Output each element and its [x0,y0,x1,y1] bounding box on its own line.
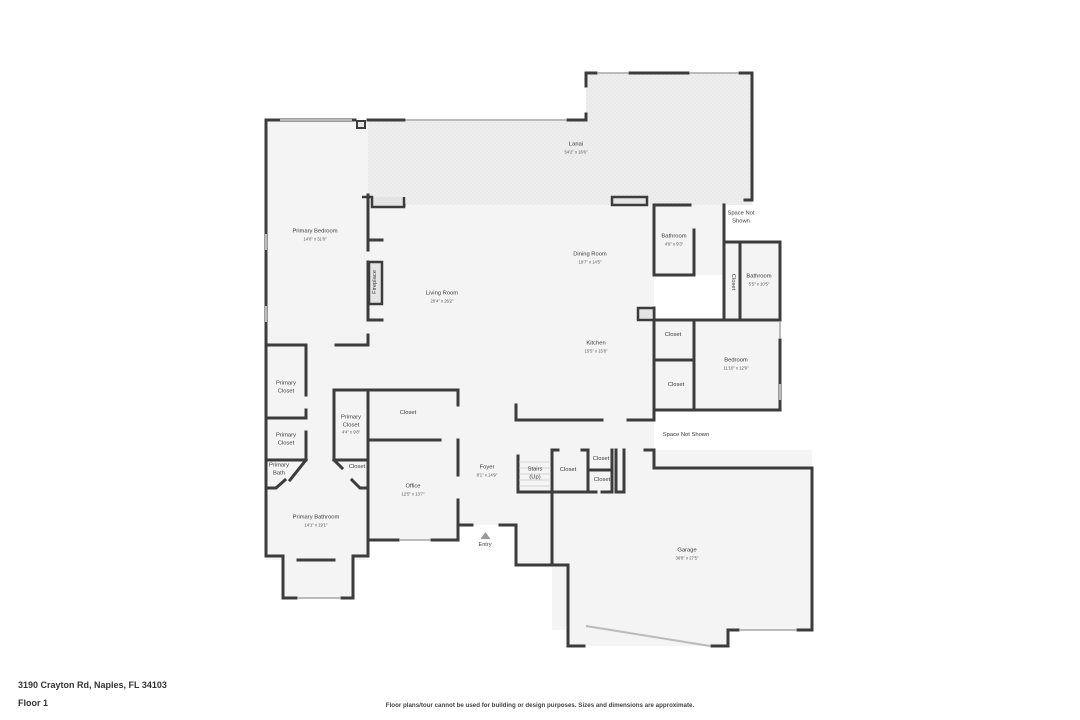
disclaimer: Floor plans/tour cannot be used for buil… [385,702,695,709]
room-dims: 20'4" x 26'2" [430,298,454,304]
room-dims: 54'2" x 16'6" [564,149,588,155]
room-dims: 14'1" x 19'1" [304,522,328,528]
room-label-closet-bath: Closet [349,464,365,472]
room-label-closet-garage-1: Closet [593,456,609,464]
room-name: Foyer [479,464,495,471]
room-name: Stairs (Up) [527,466,543,480]
room-label-primary-bathroom: Primary Bathroom 14'1" x 19'1" [293,515,340,528]
room-label-bathroom-1: Bathroom 4'9" x 9'3" [661,234,686,247]
room-label-bedroom: Bedroom 11'10" x 12'9" [724,358,749,371]
room-label-office: Office 12'5" x 13'7" [402,484,425,497]
room-label-closet-kitchen-2: Closet [668,382,684,390]
room-name: Office [405,483,421,490]
room-dims: 5'5" x 10'5" [748,281,770,287]
room-name: Space Not Shown [727,210,755,224]
room-label-dining-room: Dining Room 19'7" x 14'5" [573,252,607,265]
room-name: Primary Bath [269,462,289,476]
stairs-treads [519,461,551,487]
room-label-stairs: Stairs (Up) [524,466,546,481]
entry-arrow-icon [480,532,490,539]
room-name: Space Not Shown [662,432,710,439]
property-address: 3190 Crayton Rd, Naples, FL 34103 [18,680,167,690]
room-label-kitchen: Kitchen 15'5" x 15'8" [585,341,608,354]
room-label-primary-closet-1: Primary Closet [271,380,301,395]
room-label-closet-garage-2: Closet [594,477,610,485]
room-dims: 14'8" x 31'8" [303,236,327,242]
room-label-garage: Garage 36'8" x 27'5" [676,548,699,561]
room-name: Lanai [568,141,584,148]
room-name: Fireplace [372,270,379,294]
room-label-primary-bedroom: Primary Bedroom 14'8" x 31'8" [292,229,337,242]
room-dims: 12'5" x 13'7" [401,491,425,497]
room-dims: 36'8" x 27'5" [675,555,699,561]
room-name: Primary Bathroom [292,514,340,521]
room-name: Living Room [425,290,459,297]
room-name: Garage [677,547,697,554]
entry-label: Entry [478,542,492,548]
room-label-closet-vertical: Closet [728,274,736,290]
windows [265,72,796,647]
room-dims: 4'4" x 9'8" [341,429,361,435]
room-label-foyer: Foyer 8'1" x 14'9" [477,465,498,478]
room-label-primary-bath: Primary Bath [266,462,292,477]
room-name: Primary Closet [341,414,361,429]
room-name: Closet [664,332,682,339]
floor-label: Floor 1 [18,698,49,708]
room-dims: 8'1" x 14'9" [476,472,498,478]
fireplace [356,120,656,322]
room-label-fireplace: Fireplace [372,270,380,294]
room-name: Closet [667,382,685,389]
room-label-lanai: Lanai 54'2" x 16'6" [565,142,588,155]
room-name: Closet [592,456,610,463]
room-label-primary-closet-3: Primary Closet 4'4" x 9'8" [336,415,366,436]
room-name: Kitchen [586,340,606,347]
room-name: Closet [399,410,417,417]
room-label-closet-stairs: Closet [560,467,576,475]
lanai-area [368,73,752,205]
room-label-closet-office: Closet [400,410,416,418]
room-label-space-not-shown-2: Space Not Shown [663,432,709,440]
room-name: Primary Bedroom [292,228,338,235]
room-name: Closet [348,464,366,471]
floor-fills [266,120,812,646]
room-dims: 11'10" x 12'9" [723,365,749,371]
room-name: Primary Closet [276,432,296,446]
room-label-living-room: Living Room 20'4" x 26'2" [426,291,458,304]
room-name: Bedroom [724,357,748,364]
room-name: Closet [559,467,577,474]
room-name: Bathroom [746,273,772,280]
room-dims: 19'7" x 14'5" [578,259,602,265]
entry-marker: Entry [478,532,492,548]
room-name: Closet [729,273,736,291]
room-name: Dining Room [573,251,607,258]
room-dims: 15'5" x 15'8" [584,348,608,354]
room-dims: 4'9" x 9'3" [664,241,684,247]
room-name: Primary Closet [276,380,296,394]
room-name: Bathroom [661,233,687,240]
room-label-closet-kitchen-1: Closet [665,332,681,340]
room-name: Closet [593,477,611,484]
room-label-space-not-shown-1: Space Not Shown [724,210,758,225]
room-label-primary-closet-2: Primary Closet [271,432,301,447]
room-label-bathroom-2: Bathroom 5'5" x 10'5" [746,274,771,287]
